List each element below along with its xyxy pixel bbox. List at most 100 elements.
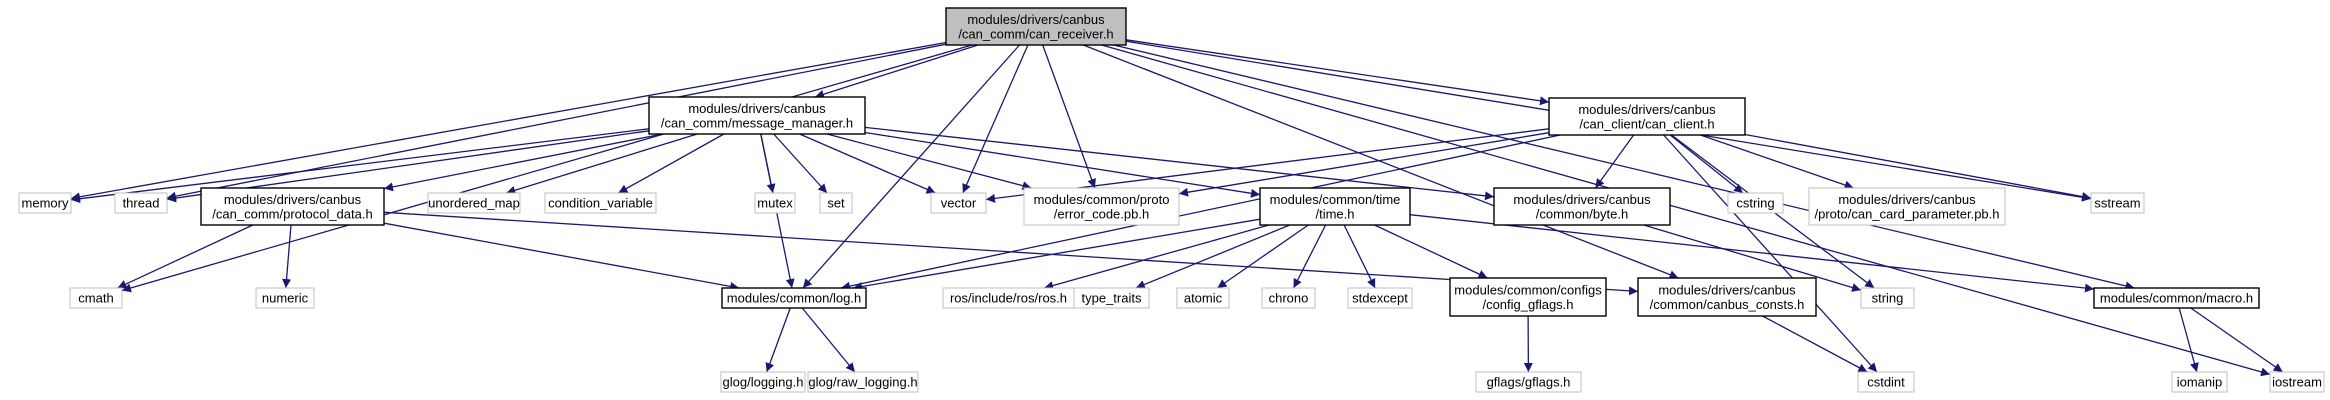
node-glog_raw: glog/raw_logging.h (807, 371, 919, 393)
edge-protocol_data-to-log (383, 222, 740, 291)
node-box (819, 192, 853, 214)
edge-can_client-to-cstring (1669, 134, 1744, 194)
node-time[interactable]: modules/common/time/time.h (1259, 187, 1411, 226)
node-label: unordered_map (428, 196, 520, 211)
edge-time-to-type_traits (1135, 224, 1291, 289)
node-protocol_data[interactable]: modules/drivers/canbus/can_comm/protocol… (200, 187, 385, 226)
node-label: modules/common/proto (1034, 192, 1170, 207)
edge-message_manager-to-condition_variable (618, 133, 725, 194)
node-box (1860, 287, 1915, 309)
node-box (1023, 187, 1180, 226)
node-label: modules/common/macro.h (2100, 291, 2253, 306)
edge-message_manager-to-vector (799, 133, 936, 194)
node-label: set (827, 196, 845, 211)
node-string: string (1860, 287, 1915, 309)
node-label: iomanip (2177, 375, 2223, 390)
node-macro[interactable]: modules/common/macro.h (2093, 287, 2260, 309)
node-label: glog/logging.h (723, 375, 804, 390)
node-box (2090, 192, 2145, 214)
node-label: iostream (2272, 375, 2322, 390)
edge-time-to-macro (1409, 214, 2095, 293)
edge-canbus_consts-to-cstdint (1762, 315, 1868, 373)
node-label: glog/raw_logging.h (808, 375, 917, 390)
node-label: /proto/can_card_parameter.pb.h (1814, 206, 1999, 221)
edge-log-to-glog_raw (801, 307, 856, 373)
node-can_receiver[interactable]: modules/drivers/canbus/can_comm/can_rece… (945, 7, 1127, 46)
node-atomic: atomic (1176, 287, 1230, 309)
node-box (720, 371, 806, 393)
node-box (427, 192, 521, 214)
node-box (1176, 287, 1230, 309)
node-box (807, 371, 919, 393)
edge-macro-to-iostream (2190, 307, 2284, 373)
node-box (1261, 287, 1316, 309)
edge-log-to-glog_logging (765, 307, 791, 373)
node-box (2269, 371, 2325, 393)
node-label: /can_comm/protocol_data.h (212, 206, 372, 221)
node-label: stdexcept (1352, 291, 1408, 306)
node-label: modules/common/log.h (727, 291, 861, 306)
node-ros: ros/include/ros/ros.h (942, 287, 1075, 309)
node-label: cmath (78, 291, 113, 306)
node-label: modules/drivers/canbus (688, 101, 826, 116)
node-label: thread (123, 196, 160, 211)
edge-time-to-chrono (1293, 224, 1327, 289)
node-box (1727, 192, 1784, 214)
node-unordered_map: unordered_map (427, 192, 521, 214)
edge-can_receiver-to-message_manager (814, 44, 979, 99)
node-box (1493, 187, 1671, 226)
node-config_gflags[interactable]: modules/common/configs/config_gflags.h (1449, 277, 1607, 317)
node-label: chrono (1269, 291, 1309, 306)
node-byte[interactable]: modules/drivers/canbus/common/byte.h (1493, 187, 1671, 226)
node-can_client[interactable]: modules/drivers/canbus/can_client/can_cl… (1548, 97, 1746, 136)
node-box (69, 287, 123, 309)
node-type_traits: type_traits (1073, 287, 1150, 309)
node-box (200, 187, 385, 226)
node-message_manager[interactable]: modules/drivers/canbus/can_comm/message_… (648, 96, 866, 135)
node-log[interactable]: modules/common/log.h (721, 287, 867, 309)
node-label: mutex (757, 196, 793, 211)
node-condition_variable: condition_variable (544, 192, 657, 214)
node-label: modules/common/configs (1454, 282, 1602, 297)
node-label: modules/drivers/canbus (1513, 192, 1651, 207)
edge-can_client-to-can_card_parameter (1700, 134, 1854, 190)
node-box (1475, 371, 1582, 393)
node-canbus_consts[interactable]: modules/drivers/canbus/common/canbus_con… (1637, 277, 1817, 317)
node-set: set (819, 192, 853, 214)
node-vector: vector (930, 192, 987, 214)
edge-protocol_data-to-canbus_consts (383, 211, 1639, 296)
node-label: /common/canbus_consts.h (1650, 297, 1805, 312)
edge-can_receiver-to-canbus_consts (1083, 44, 1679, 279)
node-box (1548, 97, 1746, 136)
node-label: vector (941, 196, 977, 211)
node-stdexcept: stdexcept (1347, 287, 1413, 309)
node-label: modules/common/time (1270, 192, 1401, 207)
edge-message_manager-to-set (773, 133, 828, 194)
node-box (754, 192, 796, 214)
node-glog_logging: glog/logging.h (720, 371, 806, 393)
edge-can_receiver-to-memory (70, 41, 947, 202)
node-label: gflags/gflags.h (1487, 375, 1571, 390)
node-box (2093, 287, 2260, 309)
node-box (114, 192, 168, 214)
edge-can_client-to-error_code (1178, 132, 1550, 197)
node-cstring: cstring (1727, 192, 1784, 214)
edge-time-to-ros (1044, 224, 1270, 290)
node-label: modules/drivers/canbus (1838, 192, 1976, 207)
edge-can_receiver-to-macro (1113, 44, 2135, 291)
node-box (18, 192, 72, 214)
edge-can_client-to-byte (1594, 134, 1635, 189)
node-mutex: mutex (754, 192, 796, 214)
node-sstream: sstream (2090, 192, 2145, 214)
node-label: type_traits (1082, 291, 1142, 306)
edge-can_receiver-to-cmath (121, 44, 973, 293)
node-box (648, 96, 866, 135)
node-label: /can_comm/message_manager.h (661, 115, 853, 130)
node-layer: modules/drivers/canbus/can_comm/can_rece… (18, 7, 2325, 393)
edge-can_receiver-to-vector (962, 44, 1029, 194)
node-label: /error_code.pb.h (1054, 206, 1149, 221)
edge-can_receiver-to-iostream (1101, 44, 2271, 377)
edge-time-to-log (852, 218, 1261, 291)
edge-can_receiver-to-can_client (1125, 39, 1550, 106)
